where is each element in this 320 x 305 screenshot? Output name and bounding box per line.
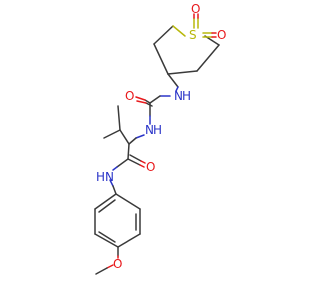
ar-bond-4 [94, 233, 119, 248]
urea-group [135, 95, 171, 125]
sulfonyl-group [193, 13, 217, 38]
nh-calpha-bond-a [135, 134, 145, 139]
ar-bond-3 [117, 233, 141, 248]
ar-inner-3 [98, 199, 116, 213]
ar-bond-1 [115, 193, 141, 210]
atom-s: S [189, 28, 197, 42]
o-ch3-bond-a [106, 264, 114, 269]
c-o-bond-a [144, 99, 151, 104]
atom-o-sulfonyl-top: O [191, 2, 200, 16]
cbeta-cgamma1-bond [103, 129, 121, 139]
calpha-cbeta-bond [119, 129, 130, 145]
atom-n-amide: N [105, 170, 114, 184]
methoxy-group [95, 246, 119, 275]
atom-n-urea-ring: N [174, 89, 183, 103]
ar-bond-6 [94, 193, 117, 210]
valine-core [103, 105, 145, 160]
amide-group [109, 154, 146, 195]
n-aryl-bond-b [112, 185, 117, 195]
c-n-amide-b [112, 166, 118, 171]
ar-inner-2 [98, 231, 116, 243]
c-o-amide-dbl-a [129, 154, 142, 162]
molecule-canvas: S O O N H O N H O N H O [94, 2, 226, 275]
ring-bond-c3-c3b [167, 70, 198, 75]
atom-h-urea-alpha: H [153, 123, 162, 137]
nh-calpha-bond-b [128, 137, 137, 145]
ring-bond-s-c5 [172, 25, 186, 37]
c-o-amide-b [139, 164, 145, 168]
c-n-amide-a [116, 158, 129, 168]
molecule-structure: S O O N H O N H O N H O [94, 2, 226, 275]
cbeta-cgamma2-bond [117, 105, 121, 131]
c-o-bond-b [135, 96, 146, 101]
n-aryl-bond-a [109, 179, 114, 187]
atom-o-sulfonyl-right: O [217, 28, 226, 42]
c-o-amide-a [127, 158, 141, 166]
ring-bond-c3b-c2 [153, 43, 169, 75]
ring-bond-c4-c3 [196, 44, 220, 72]
nh-c-bond-b [149, 95, 161, 104]
atom-o-amide: O [146, 160, 155, 174]
ring-bond-c2-s [153, 25, 174, 45]
benzene-ring [94, 193, 141, 248]
c-o-dbl-b [136, 100, 147, 104]
c3-nh-bond-a [167, 73, 179, 88]
calpha-carbonyl-bond [127, 143, 130, 160]
atom-h-amide: H [96, 170, 105, 184]
atom-h-urea-ring: H [182, 89, 191, 103]
atom-n-urea-alpha: N [145, 123, 154, 137]
c3-nh-bond-b [175, 86, 179, 92]
c-o-dbl-a [145, 102, 153, 107]
c-o-amide-dbl-b [140, 160, 146, 164]
atom-o-methoxy: O [113, 257, 122, 271]
o-ch3-bond-b [95, 267, 108, 275]
atom-o-urea: O [125, 89, 134, 103]
